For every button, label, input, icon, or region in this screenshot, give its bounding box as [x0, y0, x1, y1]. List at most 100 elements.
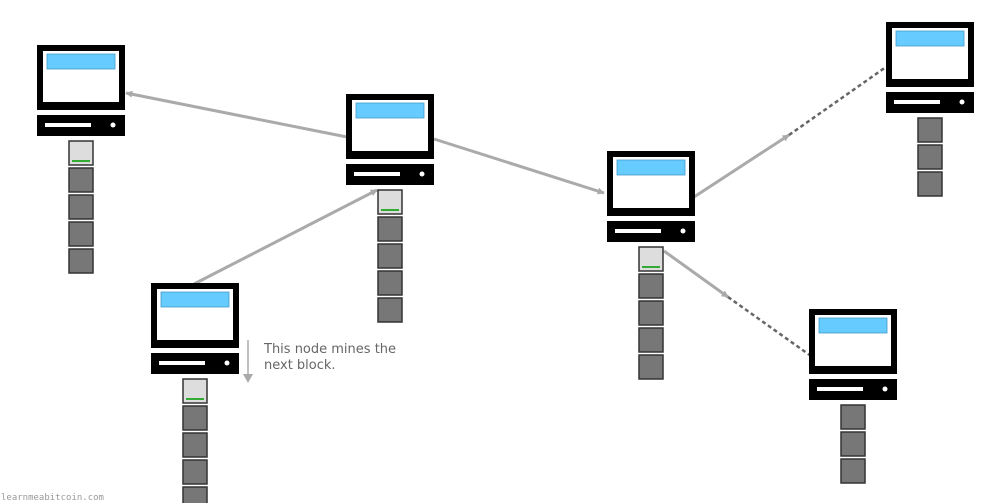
block-stripe: [72, 160, 90, 162]
block-body: [68, 167, 94, 193]
blockchain: [182, 378, 208, 503]
edge-dashed-line: [727, 295, 812, 358]
computer-icon: [607, 151, 695, 242]
block-body: [377, 243, 403, 269]
blockchain: [917, 117, 943, 197]
power-dot: [882, 386, 888, 392]
block: [638, 354, 664, 380]
block-body: [182, 405, 208, 431]
blockchain: [377, 189, 403, 323]
annotation-line-2: next block.: [264, 358, 336, 373]
power-dot: [419, 171, 425, 177]
power-dot: [959, 99, 965, 105]
block: [917, 171, 943, 197]
edge-node-right-center-to-node-far-top-right: [693, 65, 887, 199]
node-miner: [151, 283, 239, 503]
edge-node-center-to-node-right-center: [433, 137, 605, 195]
power-dot: [224, 360, 230, 366]
power-dot: [680, 228, 686, 234]
block: [638, 327, 664, 353]
node-top-left: [37, 45, 125, 274]
block-body: [182, 459, 208, 485]
edge-dashed-line: [788, 65, 887, 137]
block-body: [182, 432, 208, 458]
block: [840, 458, 866, 484]
computer-icon: [809, 309, 897, 400]
block: [377, 270, 403, 296]
node-far-top-right: [886, 22, 974, 197]
block-stripe: [381, 209, 399, 211]
annotation-arrow-head: [243, 374, 253, 383]
drive-slot: [894, 100, 940, 104]
blockchain: [840, 404, 866, 484]
block-stripe: [186, 398, 204, 400]
mining-annotation: This node mines the next block.: [243, 340, 396, 383]
block: [68, 194, 94, 220]
block: [68, 167, 94, 193]
drive-slot: [354, 172, 400, 176]
edge-line: [433, 137, 605, 195]
block-body: [840, 404, 866, 430]
block-body: [638, 273, 664, 299]
computer-icon: [151, 283, 239, 374]
annotation-line-1: This node mines the: [263, 342, 396, 357]
block: [182, 432, 208, 458]
screen-bar: [895, 30, 965, 47]
blockchain: [638, 246, 664, 380]
edge-line: [693, 133, 790, 199]
block-body: [182, 486, 208, 503]
block-body: [377, 270, 403, 296]
block: [182, 405, 208, 431]
new-block: [68, 140, 94, 166]
block: [182, 486, 208, 503]
drive-slot: [817, 387, 863, 391]
edge-line: [663, 249, 729, 299]
screen-bar: [616, 159, 686, 176]
block-stripe: [642, 266, 660, 268]
power-dot: [110, 122, 116, 128]
block-body: [917, 171, 943, 197]
block-body: [917, 117, 943, 143]
block-body: [68, 221, 94, 247]
screen-bar: [355, 102, 425, 119]
block-body: [638, 327, 664, 353]
nodes: [37, 22, 974, 503]
edge-node-right-center-to-node-bottom-right: [663, 249, 812, 358]
block-body: [377, 216, 403, 242]
drive-slot: [45, 123, 91, 127]
block: [68, 221, 94, 247]
block-body: [377, 297, 403, 323]
block: [917, 144, 943, 170]
edges: [125, 65, 887, 358]
block: [840, 404, 866, 430]
screen-bar: [160, 291, 230, 308]
edge-node-center-to-node-top-left: [125, 90, 348, 139]
block-body: [68, 248, 94, 274]
edge-line: [125, 90, 348, 139]
block-body: [638, 354, 664, 380]
block-body: [917, 144, 943, 170]
block: [638, 273, 664, 299]
block-body: [68, 194, 94, 220]
footer-watermark: learnmeabitcoin.com: [1, 493, 104, 503]
computer-icon: [886, 22, 974, 113]
block: [377, 297, 403, 323]
drive-slot: [159, 361, 205, 365]
screen-bar: [46, 53, 116, 70]
drive-slot: [615, 229, 661, 233]
block: [638, 300, 664, 326]
edge-node-miner-to-node-center: [193, 188, 378, 286]
block: [182, 459, 208, 485]
edge-line: [193, 188, 378, 286]
block: [917, 117, 943, 143]
computer-icon: [37, 45, 125, 136]
block: [377, 216, 403, 242]
block-body: [638, 300, 664, 326]
block: [377, 243, 403, 269]
screen-bar: [818, 317, 888, 334]
node-bottom-right: [809, 309, 897, 484]
new-block: [377, 189, 403, 215]
block: [68, 248, 94, 274]
new-block: [638, 246, 664, 272]
block: [840, 431, 866, 457]
